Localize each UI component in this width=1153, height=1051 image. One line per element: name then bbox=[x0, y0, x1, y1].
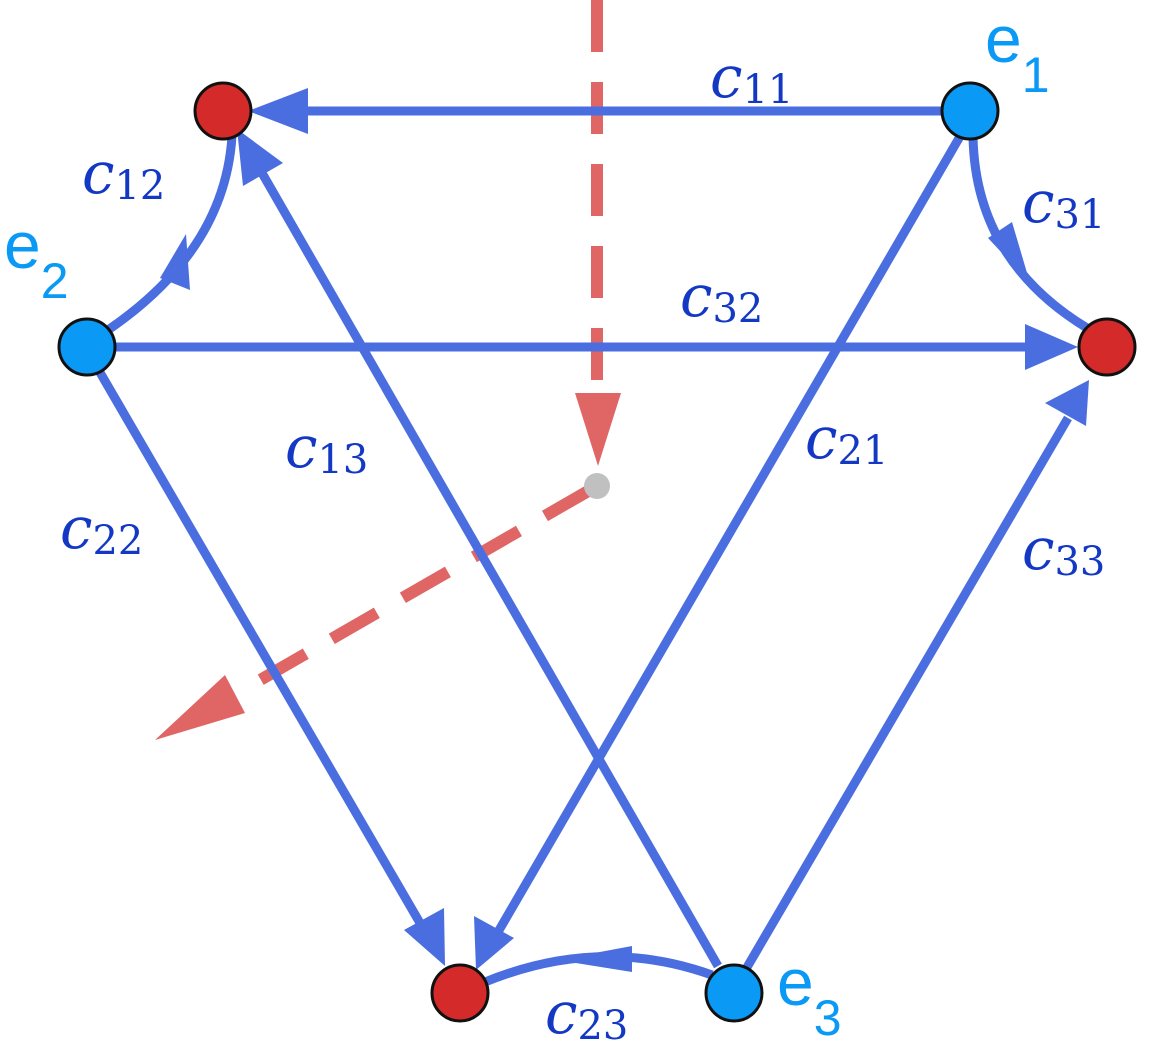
arrowhead-c23 bbox=[557, 946, 632, 972]
arrowhead-c12 bbox=[160, 234, 190, 290]
edge-c21 bbox=[494, 130, 966, 935]
arrowhead-c32 bbox=[1025, 324, 1078, 370]
arrowhead-c11 bbox=[248, 88, 308, 134]
node-e2 bbox=[57, 317, 117, 377]
arrowhead-c33 bbox=[1045, 380, 1089, 426]
label-c23: c23 bbox=[545, 979, 628, 1049]
edge-c22 bbox=[94, 366, 424, 926]
edge-c13 bbox=[254, 163, 722, 969]
label-c31: c31 bbox=[1022, 168, 1105, 238]
label-e2: e2 bbox=[4, 208, 69, 309]
dashed-diagonal-line bbox=[252, 484, 593, 689]
label-c32: c32 bbox=[680, 262, 763, 332]
edge-c33 bbox=[742, 415, 1072, 972]
dashed-arrow-group bbox=[155, 0, 621, 740]
node-red-bottom bbox=[430, 963, 490, 1023]
pivot-point bbox=[584, 473, 610, 499]
node-e3 bbox=[704, 963, 764, 1023]
edges-group bbox=[94, 106, 1090, 987]
arrowhead-c13 bbox=[237, 129, 283, 186]
dashed-diagonal-arrowhead bbox=[155, 675, 245, 740]
edge-c12 bbox=[105, 135, 237, 334]
dashed-vertical-arrowhead bbox=[575, 393, 621, 466]
edge-labels-group: c11 c12 c31 c32 c13 c21 c22 c33 c23 bbox=[60, 43, 1105, 1049]
arrowhead-c22 bbox=[404, 908, 445, 966]
arrowheads-group bbox=[160, 88, 1089, 972]
arrowhead-c21 bbox=[474, 916, 514, 970]
label-c11: c11 bbox=[710, 43, 793, 113]
label-c22: c22 bbox=[60, 494, 143, 564]
label-c21: c21 bbox=[805, 404, 888, 474]
label-c12: c12 bbox=[82, 139, 165, 209]
label-e1: e1 bbox=[985, 2, 1050, 103]
node-e1 bbox=[940, 81, 1000, 141]
label-c33: c33 bbox=[1022, 515, 1105, 585]
label-e3: e3 bbox=[777, 945, 842, 1046]
node-red-top-left bbox=[193, 81, 253, 141]
arrowhead-c31 bbox=[988, 222, 1030, 283]
nodes-group bbox=[57, 81, 1137, 1023]
node-labels-group: e1 e2 e3 bbox=[4, 2, 1050, 1046]
node-red-right bbox=[1077, 317, 1137, 377]
label-c13: c13 bbox=[285, 413, 368, 483]
